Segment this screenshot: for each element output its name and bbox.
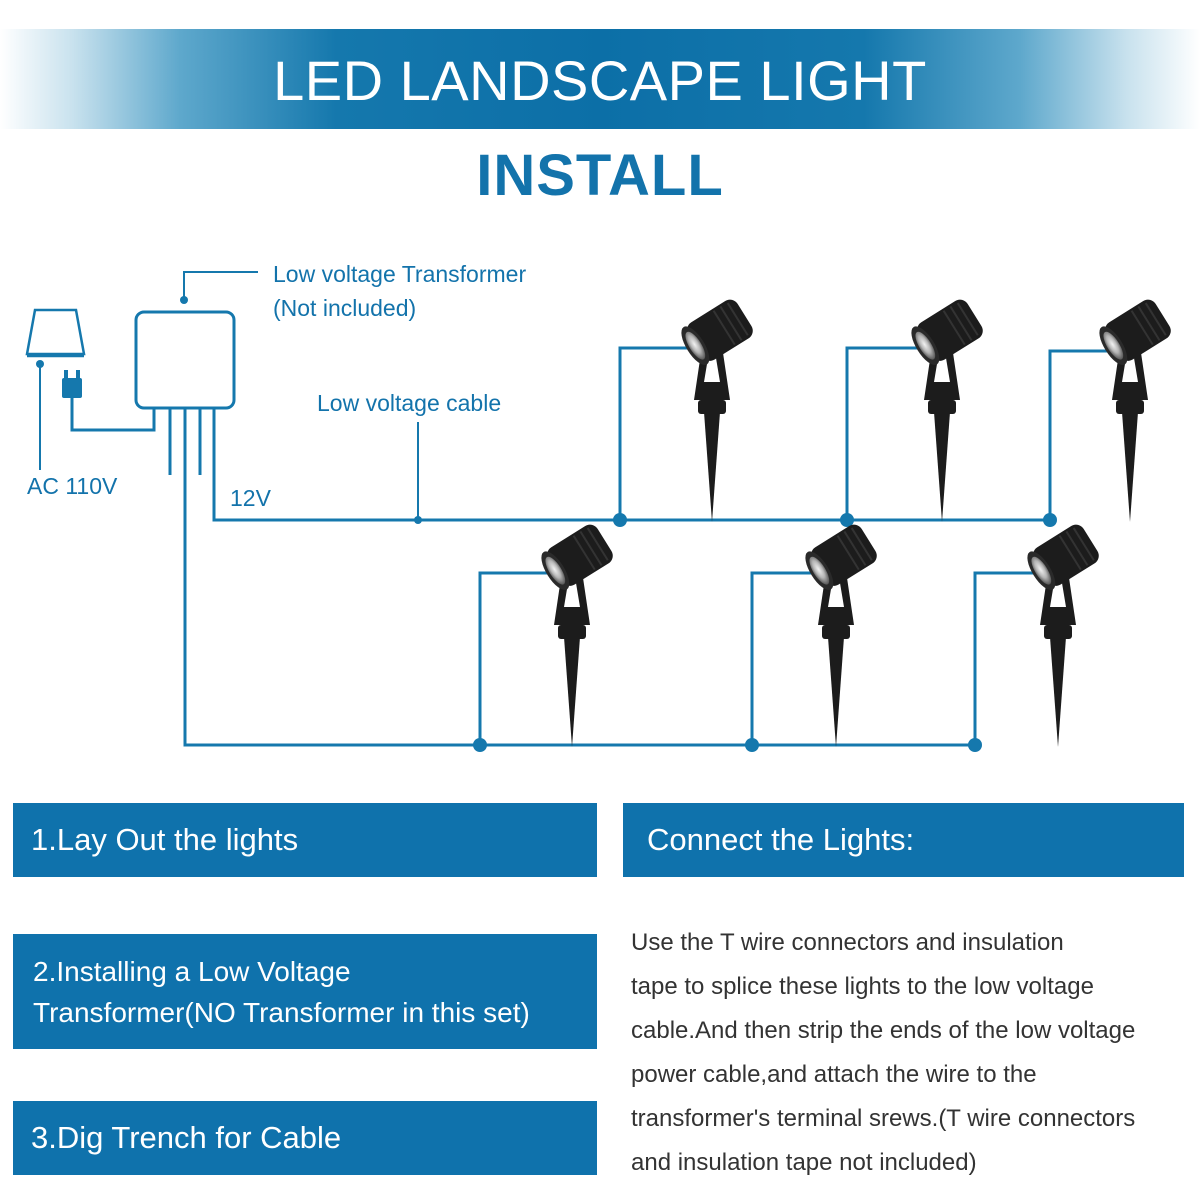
spotlight-4 <box>535 520 618 748</box>
step-2-label-line1: 2.Installing a Low Voltage <box>33 955 351 987</box>
connect-line: transformer's terminal srews.(T wire con… <box>631 1105 1136 1132</box>
step-1-box: 1.Lay Out the lights <box>13 803 597 877</box>
junction-dot <box>473 738 487 752</box>
spotlight-3 <box>1093 295 1176 523</box>
spotlight-5 <box>799 520 882 748</box>
spotlight-2 <box>905 295 988 523</box>
transformer-note: (Not included) <box>273 295 416 321</box>
plug-icon <box>62 370 82 398</box>
junction-dot <box>840 513 854 527</box>
cable-label: Low voltage cable <box>317 390 501 416</box>
title-banner: LED LANDSCAPE LIGHT <box>0 29 1200 129</box>
step-2-box: 2.Installing a Low Voltage Transformer(N… <box>13 934 597 1049</box>
install-heading: INSTALL <box>476 143 724 208</box>
transformer-leader <box>183 271 258 298</box>
page-title: LED LANDSCAPE LIGHT <box>273 49 927 112</box>
connect-line: power cable,and attach the wire to the <box>631 1061 1037 1088</box>
cable-lower <box>183 408 975 747</box>
connect-line: tape to splice these lights to the low v… <box>631 973 1094 1000</box>
cable-upper <box>212 408 1050 522</box>
plug-wire <box>70 398 156 432</box>
spotlight-6 <box>1021 520 1104 748</box>
junction-dot <box>1043 513 1057 527</box>
connect-line: Use the T wire connectors and insulation <box>631 929 1064 956</box>
junction-dot <box>613 513 627 527</box>
connect-description: Use the T wire connectors and insulation… <box>631 921 1191 1185</box>
step-2-label-line2: Transformer(NO Transformer in this set) <box>33 996 530 1028</box>
connect-heading: Connect the Lights: <box>647 822 915 857</box>
connect-line: cable.And then strip the ends of the low… <box>631 1017 1136 1044</box>
transformer-label: Low voltage Transformer <box>273 261 526 287</box>
outlet-icon <box>25 308 86 356</box>
junction-dot <box>745 738 759 752</box>
voltage-label: 12V <box>230 485 272 511</box>
transformer-box <box>134 310 236 410</box>
step-1-label: 1.Lay Out the lights <box>31 822 299 857</box>
wiring-diagram: Low voltage Transformer (Not included) L… <box>25 261 1176 752</box>
connect-heading-box: Connect the Lights: <box>623 803 1184 877</box>
ac-label: AC 110V <box>27 473 118 499</box>
connect-line: and insulation tape not included) <box>631 1149 977 1176</box>
step-3-box: 3.Dig Trench for Cable <box>13 1101 597 1175</box>
junction-dot <box>968 738 982 752</box>
step-3-label: 3.Dig Trench for Cable <box>31 1120 342 1155</box>
spotlight-1 <box>675 295 758 523</box>
